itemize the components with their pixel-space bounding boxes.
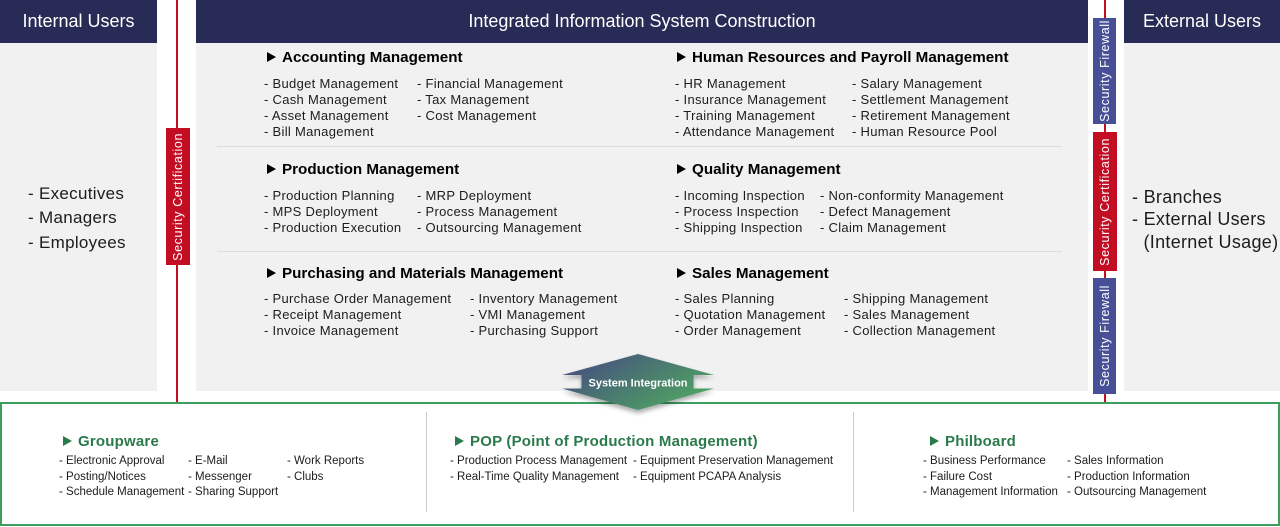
svg-text:System Integration: System Integration: [588, 378, 687, 390]
